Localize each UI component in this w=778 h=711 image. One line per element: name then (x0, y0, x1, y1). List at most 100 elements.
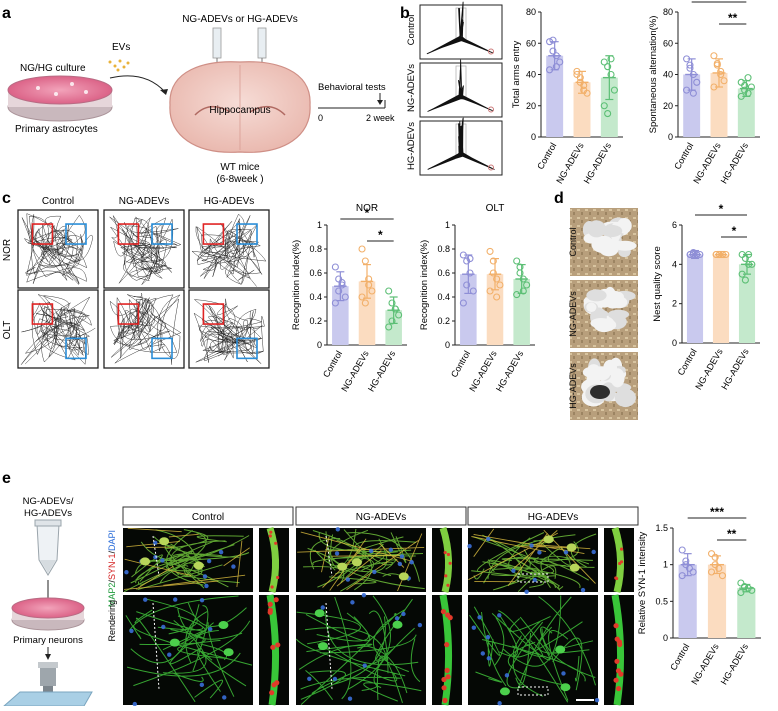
micro-col-header: NG-ADEVs (356, 512, 407, 523)
y-tick-label: 0 (668, 132, 673, 142)
y-tick-label: 0.4 (437, 292, 450, 302)
synapse-puncta (441, 676, 447, 683)
data-point (717, 67, 725, 75)
ymaze-end-marker (488, 48, 494, 55)
data-point (331, 263, 339, 271)
nucleus-dot (132, 701, 137, 707)
synapse-puncta (619, 547, 624, 551)
y-tick-label: 0.4 (309, 292, 322, 302)
data-point (683, 86, 691, 94)
data-point (711, 561, 719, 569)
mice-label: WT mice (220, 162, 260, 173)
bar (460, 274, 477, 345)
x-tick-label: HG-ADEVs (719, 642, 751, 687)
nucleus-dot (563, 550, 569, 555)
open-field-row-label: OLT (2, 321, 13, 340)
data-point (600, 58, 608, 66)
arrow-to-brain (109, 75, 166, 93)
open-field-trace (109, 215, 182, 285)
zoom-dendrite (439, 526, 453, 593)
data-point (466, 255, 474, 263)
object-box-red (202, 223, 225, 245)
object-box-blue (151, 223, 173, 245)
data-point (496, 281, 504, 289)
data-point (469, 287, 477, 295)
data-point (744, 89, 752, 97)
x-tick-label: Control (676, 347, 699, 377)
tube-icon (34, 519, 62, 576)
panel-letter-c: c (2, 190, 11, 207)
nucleus-dot (350, 600, 355, 605)
y-tick-label: 1.5 (655, 523, 668, 533)
nucleus-dot (204, 583, 209, 589)
data-point (388, 317, 396, 325)
rendering-row-label: Rendering (107, 600, 117, 642)
nucleus-dot (124, 570, 129, 575)
bar (546, 55, 564, 137)
soma (318, 642, 329, 651)
synapse-puncta (445, 612, 451, 618)
data-point (552, 63, 560, 71)
significance-label: * (719, 202, 724, 216)
y-tick-label: 40 (526, 70, 536, 80)
nucleus-dot (397, 561, 403, 567)
soma (193, 561, 204, 570)
data-point (710, 83, 718, 91)
synapse-puncta (446, 552, 451, 557)
nucleus-dot (388, 547, 394, 552)
stain-row-label: MAP2/SYN-1/DAPI (107, 530, 117, 607)
data-point (747, 83, 755, 91)
data-point (368, 287, 376, 295)
neuron-treatment-label-1: NG-ADEVs/ (23, 496, 74, 507)
data-point (486, 247, 494, 255)
data-point (710, 52, 718, 60)
nucleus-dot (594, 697, 600, 703)
data-point (741, 81, 749, 89)
data-point (513, 257, 521, 265)
object-box-blue (151, 337, 173, 360)
y-tick-label: 0.8 (309, 244, 322, 254)
nucleus-dot (334, 551, 340, 556)
synapse-puncta (613, 677, 619, 683)
data-point (493, 275, 501, 283)
nucleus-dot (372, 569, 377, 575)
synapse-puncta (441, 685, 447, 691)
nest-group-label: NG-ADEVs (568, 291, 578, 337)
y-tick-label: 80 (663, 7, 673, 17)
data-point (361, 257, 369, 265)
y-axis-label: Total arms entry (511, 40, 522, 108)
ymaze-trace (426, 1, 494, 55)
timeline-end: 2 week (366, 113, 395, 123)
data-point (358, 245, 366, 253)
micro-col-header: Control (192, 512, 224, 523)
data-point (549, 36, 557, 44)
ymaze-trace (427, 117, 495, 170)
y-tick-label: 2 (672, 299, 677, 309)
data-point (737, 579, 745, 587)
synapse-puncta (444, 642, 450, 648)
synapse-puncta (615, 685, 622, 692)
y-tick-label: 0.6 (437, 268, 450, 278)
soma (543, 535, 554, 544)
zoom-dendrite (611, 594, 625, 706)
nucleus-dot (497, 613, 502, 618)
nucleus-dot (335, 527, 341, 532)
nucleus-dot (580, 587, 586, 593)
significance-label: *** (710, 505, 724, 519)
data-point (711, 553, 719, 561)
significance-label: * (732, 224, 737, 238)
y-tick-label: 60 (526, 38, 536, 48)
y-tick-label: 0.6 (309, 268, 322, 278)
open-field-trace (193, 298, 265, 364)
nucleus-dot (485, 635, 491, 640)
timeline-start: 0 (318, 113, 323, 123)
nest-material (600, 224, 623, 238)
neuron-dish-icon (11, 597, 85, 631)
synapse-puncta (270, 644, 276, 650)
panel-letter-d: d (554, 190, 564, 207)
ymaze-trace (427, 59, 493, 112)
data-point (689, 89, 697, 97)
synapse-puncta (444, 667, 450, 673)
